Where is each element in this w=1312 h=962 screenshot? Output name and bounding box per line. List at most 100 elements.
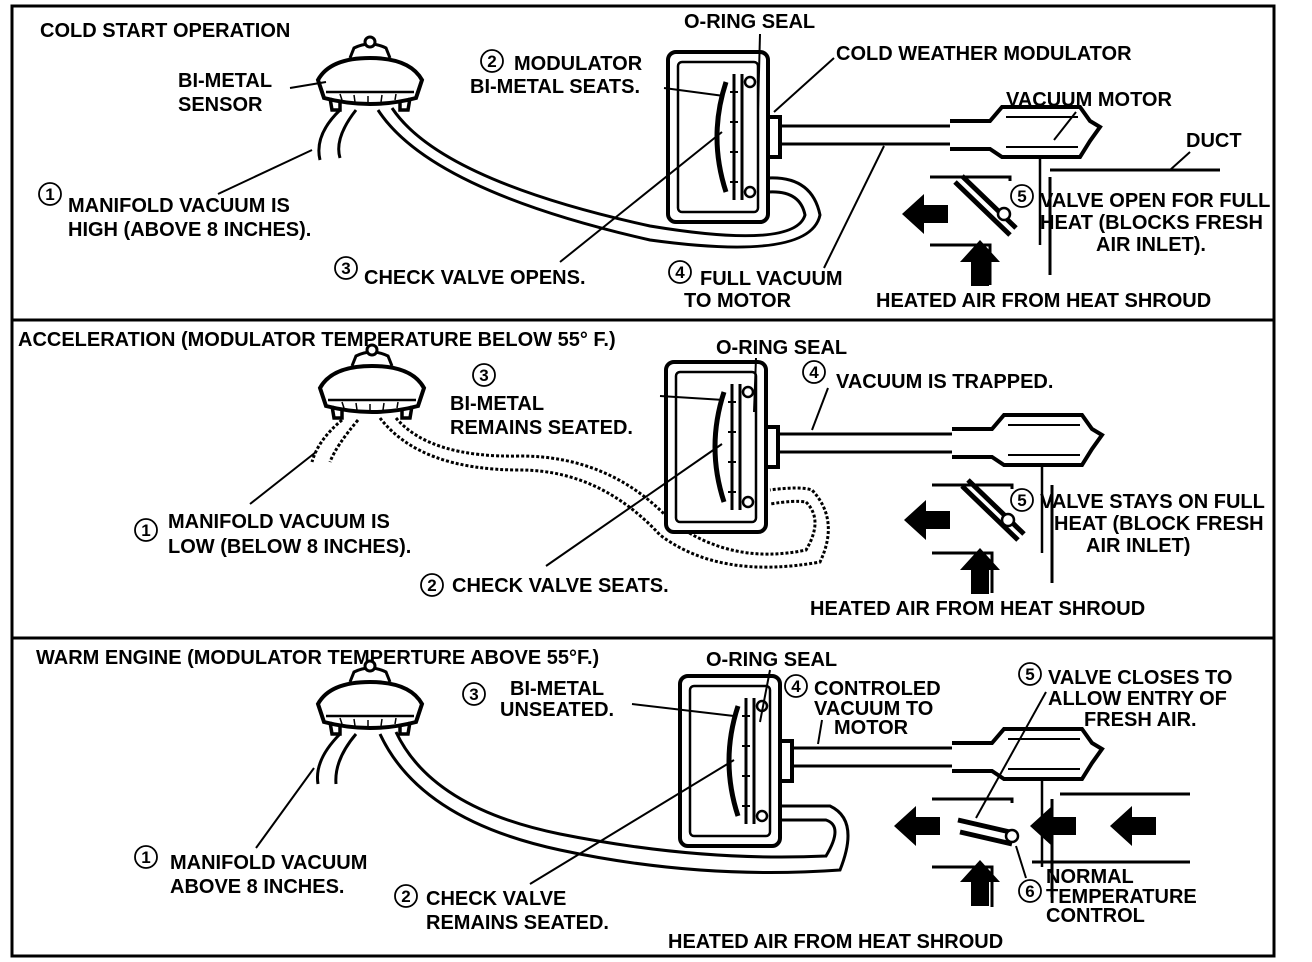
cold-weather-modulator [668,52,780,222]
callout-5-text: HEAT (BLOCKS FRESH [1040,212,1263,234]
svg-text:3: 3 [479,366,488,385]
svg-text:4: 4 [809,363,819,382]
callout-5-text: VALVE CLOSES TO [1048,667,1232,689]
svg-text:4: 4 [675,263,685,282]
air-flow-arrow [894,806,940,846]
callout-1-text: ABOVE 8 INCHES. [170,876,344,898]
svg-text:6: 6 [1025,882,1034,901]
svg-text:4: 4 [791,677,801,696]
callout-1-text: HIGH (ABOVE 8 INCHES). [68,219,311,241]
callout-2-text: MODULATOR [514,53,643,75]
callout-3-text: UNSEATED. [500,699,614,721]
svg-text:2: 2 [487,52,496,71]
callout-2-text: BI-METAL SEATS. [470,76,640,98]
sensor-hose [378,731,850,874]
callout-1-text: MANIFOLD VACUUM IS [68,195,290,217]
manifold-hose [315,732,358,785]
callout-4-text: VACUUM TO [814,698,933,720]
callout-1-text: LOW (BELOW 8 INCHES). [168,536,411,558]
callout-3-text: BI-METAL [510,678,604,700]
callout-3-text: REMAINS SEATED. [450,417,633,439]
sensor-hose [378,417,830,569]
cold-weather-modulator [680,676,792,846]
svg-text:5: 5 [1017,491,1026,510]
svg-text:1: 1 [141,521,150,540]
callout-5-text: ALLOW ENTRY OF [1048,688,1227,710]
callout-5-text: AIR INLET). [1096,234,1206,256]
svg-text:3: 3 [469,685,478,704]
oring-seal-label: O-RING SEAL [716,337,847,359]
air-flow-arrow [902,194,948,234]
panel-title: ACCELERATION (MODULATOR TEMPERATURE BELO… [18,329,616,351]
svg-text:3: 3 [341,259,350,278]
svg-text:1: 1 [45,185,54,204]
manifold-hose [317,108,358,161]
callout-3: 3 [462,682,486,706]
air-flow-arrow [904,500,950,540]
callout-4: 4 [784,674,808,698]
callout-4-text: VACUUM IS TRAPPED. [836,371,1053,393]
callout-1: 1 [134,845,158,869]
callout-5: 5 [1010,488,1034,512]
damper-valve [960,478,1026,542]
panel-acceleration: ACCELERATION (MODULATOR TEMPERATURE BELO… [18,329,1265,620]
vacuum-line [778,432,952,454]
callout-5: 5 [1010,184,1034,208]
callout-4: 4 [668,260,692,284]
panel-title: COLD START OPERATION [40,20,290,42]
callout-2-text: CHECK VALVE SEATS. [452,575,669,597]
callout-1: 1 [134,518,158,542]
svg-text:5: 5 [1025,665,1034,684]
callout-3: 3 [472,363,496,387]
cold-weather-modulator [666,362,778,532]
modulator-label: COLD WEATHER MODULATOR [836,43,1132,65]
callout-4: 4 [802,360,826,384]
callout-3-text: BI-METAL [450,393,544,415]
callout-5-text: HEAT (BLOCK FRESH [1054,513,1264,535]
callout-1-text: MANIFOLD VACUUM IS [168,511,390,533]
callout-1: 1 [38,182,62,206]
heated-air-label: HEATED AIR FROM HEAT SHROUD [668,931,1003,953]
callout-6-text: TEMPERATURE [1046,886,1197,908]
callout-5-text: FRESH AIR. [1084,709,1197,731]
panel-warm-engine: WARM ENGINE (MODULATOR TEMPERTURE ABOVE … [36,647,1232,953]
damper-valve [957,817,1013,847]
duct-label: DUCT [1186,130,1242,152]
svg-text:2: 2 [427,576,436,595]
callout-2: 2 [480,49,504,73]
callout-3: 3 [334,256,358,280]
svg-text:5: 5 [1017,187,1026,206]
vacuum-motor-label: VACUUM MOTOR [1006,89,1172,111]
oring-seal-label: O-RING SEAL [706,649,837,671]
bimetal-sensor-label: SENSOR [178,94,263,116]
callout-4-text: MOTOR [834,717,909,739]
air-flow-arrow [960,240,1000,286]
callout-5: 5 [1018,662,1042,686]
callout-6: 6 [1018,879,1042,903]
callout-6-text: NORMAL [1046,866,1134,888]
svg-text:1: 1 [141,848,150,867]
callout-2: 2 [420,573,444,597]
vacuum-line [792,746,952,768]
svg-text:2: 2 [401,887,410,906]
heated-air-label: HEATED AIR FROM HEAT SHROUD [876,290,1211,312]
bimetal-sensor [318,343,426,420]
oring-seal-label: O-RING SEAL [684,11,815,33]
callout-4-text: CONTROLED [814,678,941,700]
air-flow-arrow [960,548,1000,594]
panel-cold-start: COLD START OPERATION BI-METAL SENSOR O-R… [38,11,1270,312]
callout-2-text: CHECK VALVE [426,888,566,910]
manifold-hose [310,418,360,463]
vacuum-line [780,124,950,146]
callout-4-text: FULL VACUUM [700,268,843,290]
callout-5-text: VALVE STAYS ON FULL [1040,491,1265,513]
callout-4-text: TO MOTOR [684,290,792,312]
damper-valve [953,174,1018,237]
bimetal-sensor [316,35,424,112]
panel-title: WARM ENGINE (MODULATOR TEMPERTURE ABOVE … [36,647,599,669]
bimetal-sensor-label: BI-METAL [178,70,272,92]
sensor-hose [376,107,822,249]
bimetal-sensor [316,659,424,736]
outer-frame [10,4,1276,958]
